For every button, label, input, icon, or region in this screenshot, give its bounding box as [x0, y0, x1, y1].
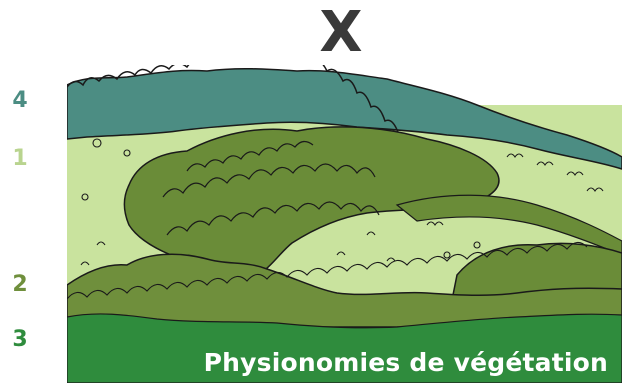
legend-number-1: 1	[10, 146, 30, 172]
title-x: X	[318, 2, 364, 64]
legend-number-2: 2	[10, 272, 30, 298]
legend-number-4: 4	[10, 88, 30, 114]
legend-number-3: 3	[10, 327, 30, 353]
caption: Physionomies de végétation	[204, 348, 608, 377]
vegetation-illustration	[67, 65, 622, 383]
